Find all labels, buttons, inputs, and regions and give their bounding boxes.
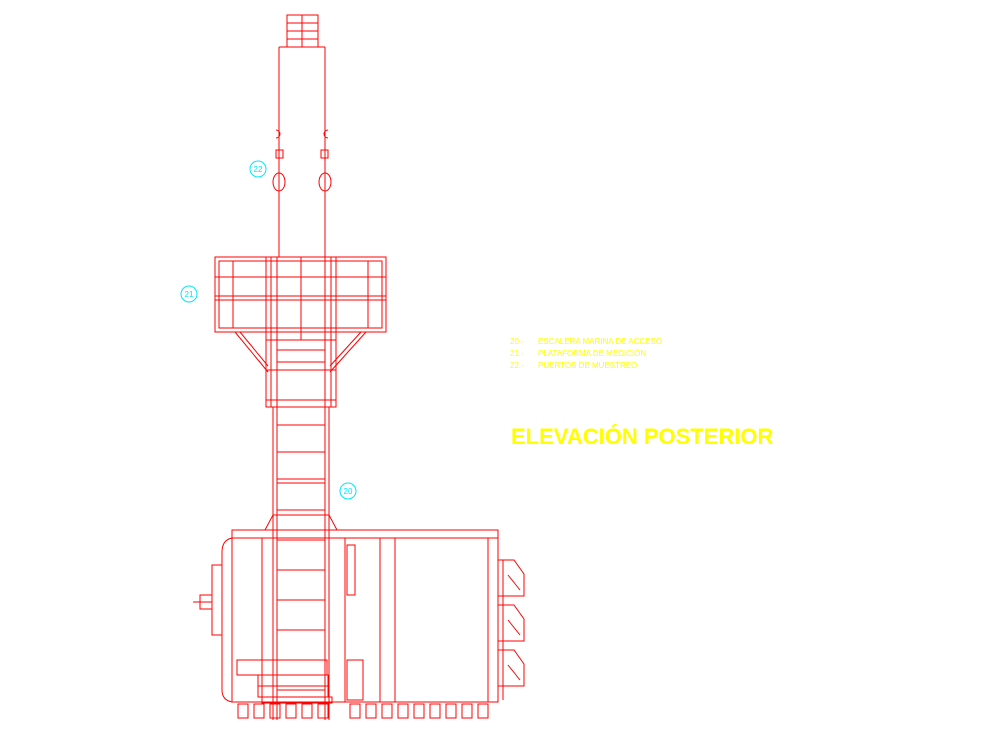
- tag-21-circle: [180, 285, 198, 303]
- boiler-body: [193, 529, 499, 704]
- drawing-title: ELEVACIÓN POSTERIOR: [511, 424, 774, 449]
- chimney-structure: [193, 14, 525, 720]
- tag-21-label: 21: [185, 290, 194, 299]
- tag-20-label: 20: [344, 487, 353, 496]
- access-ladder: [264, 407, 338, 720]
- burner-units: [498, 559, 525, 700]
- legend: 20.- ESCALERA MARINA DE ACCESO 21.- PLAT…: [510, 337, 662, 370]
- sampling-ports: [272, 129, 332, 192]
- tag-22-label: 22: [254, 165, 263, 174]
- tag-22: 22: [249, 160, 267, 178]
- stack-pipe: [278, 46, 326, 257]
- tag-21: 21: [180, 285, 198, 303]
- legend-num-22: 22.-: [510, 361, 524, 370]
- legend-text-22: PUERTOS DE MUESTREO: [538, 361, 637, 370]
- legend-text-20: ESCALERA MARINA DE ACCESO: [538, 337, 662, 346]
- tag-20: 20: [339, 482, 357, 500]
- legend-num-20: 20.-: [510, 337, 524, 346]
- ladder-cage: [265, 256, 337, 408]
- base-blocks: [237, 703, 489, 719]
- legend-num-21: 21.-: [510, 349, 524, 358]
- tag-20-circle: [339, 482, 357, 500]
- legend-text-21: PLATAFORMA DE MEDICIÓN: [538, 349, 646, 358]
- tag-22-circle: [249, 160, 267, 178]
